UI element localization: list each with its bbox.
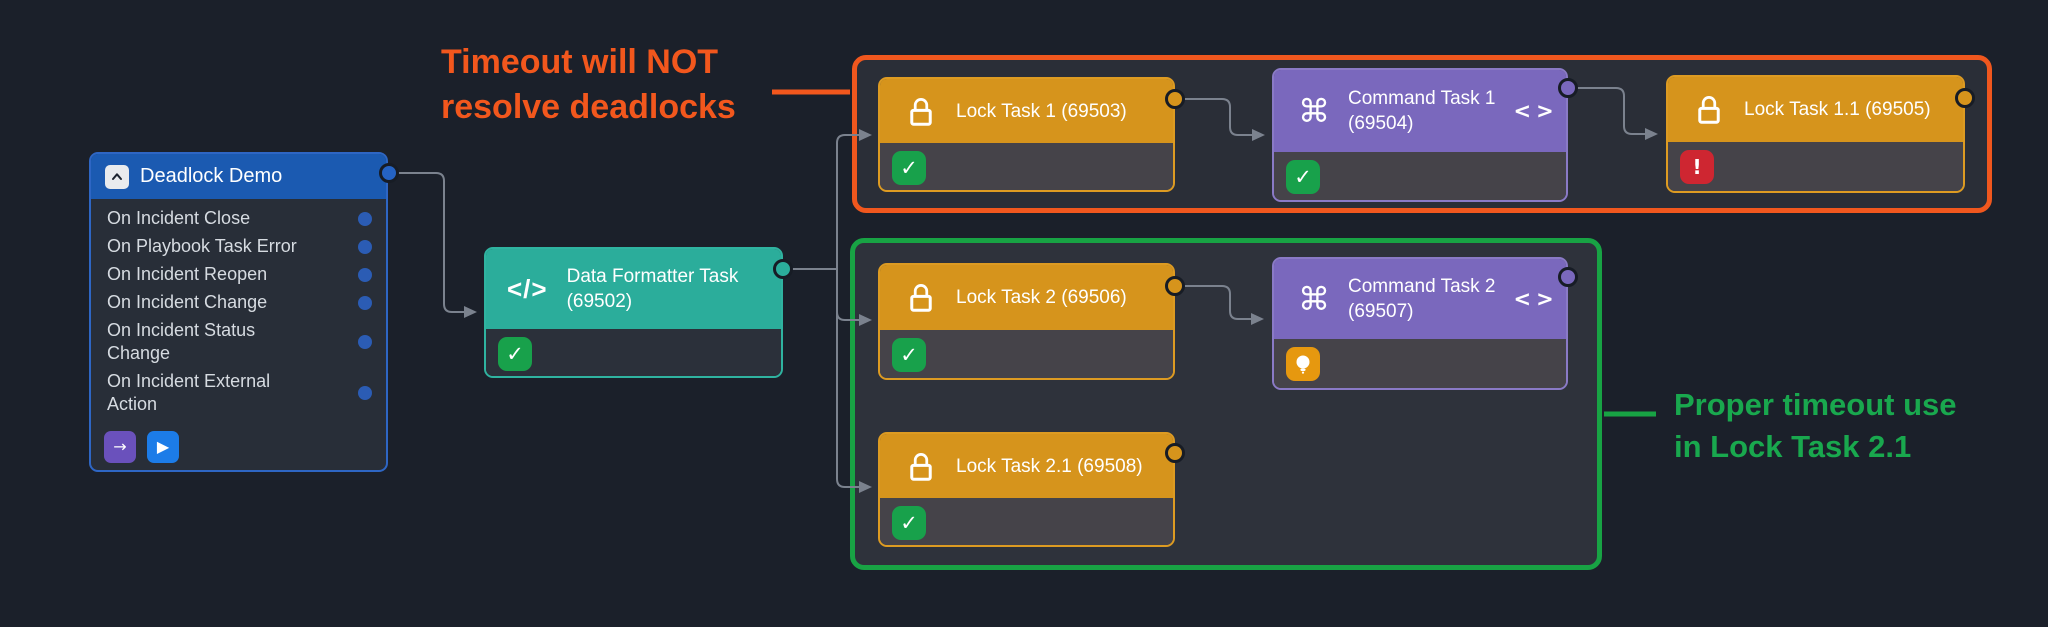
trigger-event-row[interactable]: On Incident Change: [91, 289, 386, 317]
status-success-icon[interactable]: ✓: [892, 506, 926, 540]
trigger-node-deadlock-demo[interactable]: Deadlock Demo On Incident Close On Playb…: [89, 152, 388, 472]
play-icon: ▶: [156, 437, 170, 456]
trigger-event-row[interactable]: On Incident External Action: [91, 368, 386, 419]
trigger-event-list: On Incident Close On Playbook Task Error…: [91, 199, 386, 419]
node-title: Lock Task 1.1 (69505): [1744, 99, 1931, 120]
node-subtitle: (69504): [1348, 113, 1414, 134]
node-title: Data Formatter Task: [566, 266, 739, 287]
status-success-icon[interactable]: ✓: [1286, 160, 1320, 194]
trigger-event-row[interactable]: On Playbook Task Error: [91, 233, 386, 261]
command-icon: ⌘: [1298, 280, 1330, 318]
task-node-lock-1-1[interactable]: Lock Task 1.1 (69505) !: [1666, 75, 1965, 193]
chevron-up-icon[interactable]: [105, 164, 129, 189]
node-title: Lock Task 2.1 (69508): [956, 455, 1143, 477]
code-icon: </>: [507, 273, 548, 304]
node-subtitle: (69507): [1348, 301, 1414, 322]
lock-icon: [1694, 93, 1724, 126]
node-title: Lock Task 2 (69506): [956, 287, 1127, 308]
code-chevrons-icon: <>: [1513, 287, 1559, 311]
code-chevrons-icon: <>: [1513, 99, 1559, 123]
status-success-icon[interactable]: ✓: [498, 337, 532, 371]
status-success-icon[interactable]: ✓: [892, 338, 926, 372]
trigger-event-row[interactable]: On Incident Reopen: [91, 261, 386, 289]
task-node-command-1[interactable]: ⌘ Command Task 1 (69504) <> ✓: [1272, 68, 1568, 202]
lock-icon: [906, 450, 936, 483]
arrow-right-icon: →: [113, 437, 127, 456]
task-node-command-2[interactable]: ⌘ Command Task 2 (69507) <>: [1272, 257, 1568, 390]
event-port-dot[interactable]: [358, 267, 372, 282]
timeout-annotation: Timeout will NOT resolve deadlocks: [441, 43, 736, 126]
status-error-icon[interactable]: !: [1680, 150, 1714, 184]
event-port-dot[interactable]: [358, 211, 372, 226]
node-title: Command Task 1: [1348, 88, 1496, 109]
trigger-event-row[interactable]: On Incident Status Change: [91, 317, 386, 368]
event-port-dot[interactable]: [358, 239, 372, 254]
task-node-lock-2[interactable]: Lock Task 2 (69506) ✓: [878, 263, 1175, 380]
command-icon: ⌘: [1298, 92, 1330, 130]
trigger-title: Deadlock Demo: [140, 165, 283, 187]
task-node-lock-2-1[interactable]: Lock Task 2.1 (69508) ✓: [878, 432, 1175, 547]
lock-icon: [906, 281, 936, 314]
task-node-lock-1[interactable]: Lock Task 1 (69503) ✓: [878, 77, 1175, 192]
lock-icon: [906, 95, 936, 128]
event-port-dot[interactable]: [358, 386, 372, 400]
event-port-dot[interactable]: [358, 335, 372, 349]
forward-button[interactable]: →: [104, 431, 136, 463]
status-hint-bulb-icon[interactable]: [1286, 347, 1320, 381]
play-button[interactable]: ▶: [147, 431, 179, 463]
node-title: Lock Task 1 (69503): [956, 100, 1127, 122]
status-success-icon[interactable]: ✓: [892, 151, 926, 185]
node-title: Command Task 2: [1348, 276, 1496, 297]
trigger-event-row[interactable]: On Incident Close: [91, 205, 386, 233]
node-subtitle: (69502): [566, 291, 633, 312]
task-node-data-formatter[interactable]: </> Data Formatter Task (69502) ✓: [484, 247, 783, 378]
event-port-dot[interactable]: [358, 295, 372, 310]
proper-timeout-annotation: Proper timeout use in Lock Task 2.1: [1674, 387, 1957, 464]
